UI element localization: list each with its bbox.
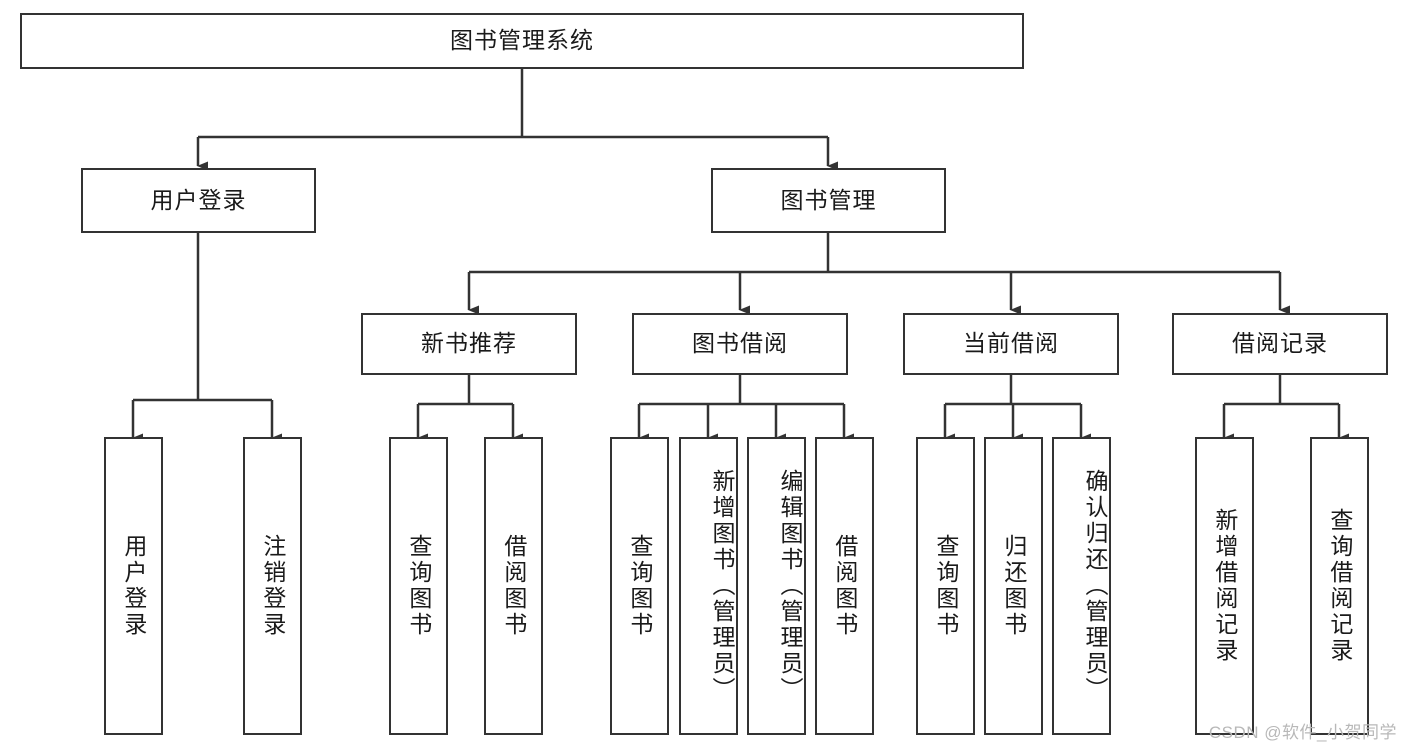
- node-label: 查询图书: [932, 534, 959, 638]
- leaf-query-borrow-record[interactable]: 查询借阅记录: [1310, 437, 1369, 735]
- node-label: 新增借阅记录: [1211, 508, 1238, 664]
- leaf-return-book[interactable]: 归还图书: [984, 437, 1043, 735]
- node-label: 借阅记录: [1232, 330, 1328, 357]
- leaf-query-book-borrow[interactable]: 查询图书: [610, 437, 669, 735]
- node-label: 图书管理系统: [450, 27, 594, 54]
- watermark: CSDN @软件_小贺同学: [1208, 723, 1397, 742]
- node-book-management[interactable]: 图书管理: [711, 168, 946, 233]
- leaf-add-book-admin[interactable]: 新增图书（管理员）: [679, 437, 738, 735]
- node-label: 图书借阅: [692, 330, 788, 357]
- node-label: 注销登录: [259, 534, 286, 638]
- node-user-login[interactable]: 用户登录: [81, 168, 316, 233]
- leaf-query-book-current[interactable]: 查询图书: [916, 437, 975, 735]
- node-label: 新书推荐: [421, 330, 517, 357]
- node-label: 查询图书: [405, 534, 432, 638]
- node-label: 查询图书: [626, 534, 653, 638]
- node-label: 编辑图书（管理员）: [777, 469, 803, 703]
- node-label: 用户登录: [150, 186, 247, 213]
- node-label: 图书管理: [780, 186, 877, 213]
- leaf-add-borrow-record[interactable]: 新增借阅记录: [1195, 437, 1254, 735]
- leaf-borrow-book-recommend[interactable]: 借阅图书: [484, 437, 543, 735]
- node-borrow-record[interactable]: 借阅记录: [1172, 313, 1388, 375]
- leaf-user-logout[interactable]: 注销登录: [243, 437, 302, 735]
- leaf-query-book-recommend[interactable]: 查询图书: [389, 437, 448, 735]
- node-label: 借阅图书: [500, 534, 527, 638]
- node-root-book-management-system[interactable]: 图书管理系统: [20, 13, 1024, 69]
- node-label: 借阅图书: [831, 534, 858, 638]
- leaf-confirm-return-admin[interactable]: 确认归还（管理员）: [1052, 437, 1111, 735]
- node-label: 当前借阅: [963, 330, 1059, 357]
- node-current-borrow[interactable]: 当前借阅: [903, 313, 1119, 375]
- node-new-book-recommend[interactable]: 新书推荐: [361, 313, 577, 375]
- leaf-edit-book-admin[interactable]: 编辑图书（管理员）: [747, 437, 806, 735]
- node-label: 确认归还（管理员）: [1082, 469, 1108, 703]
- node-label: 用户登录: [120, 534, 147, 638]
- leaf-borrow-book[interactable]: 借阅图书: [815, 437, 874, 735]
- node-label: 归还图书: [1000, 534, 1027, 638]
- leaf-user-login[interactable]: 用户登录: [104, 437, 163, 735]
- node-book-borrow[interactable]: 图书借阅: [632, 313, 848, 375]
- node-label: 新增图书（管理员）: [709, 469, 735, 703]
- node-label: 查询借阅记录: [1326, 508, 1353, 664]
